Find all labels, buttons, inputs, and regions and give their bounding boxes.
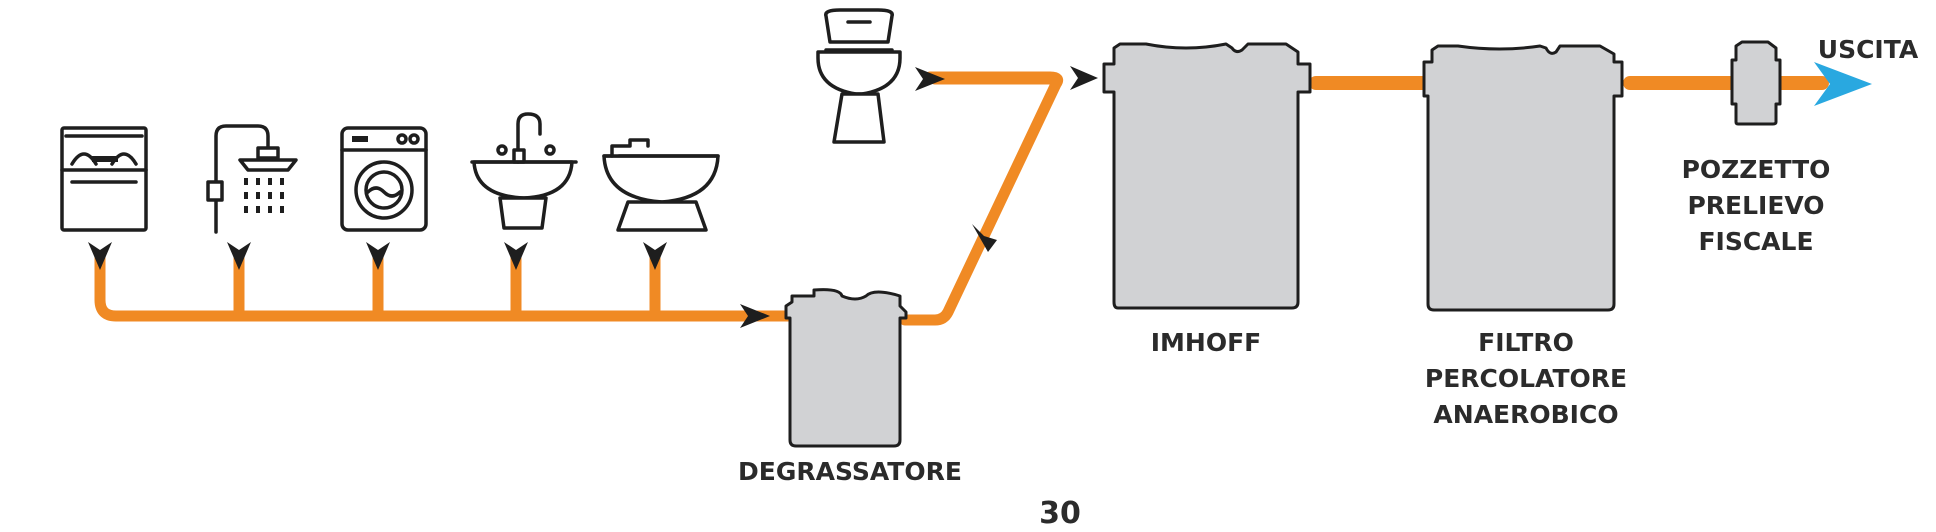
shower-icon — [206, 124, 298, 234]
flow-arrow-degreaser-inlet — [740, 304, 770, 328]
shower-drops — [244, 178, 284, 213]
grey-water-collector-pipe — [94, 252, 796, 322]
flow-arrow-washer — [366, 242, 390, 270]
degrassatore-tank — [784, 288, 908, 448]
toilet-icon — [816, 8, 902, 144]
flow-arrow-imhoff-inlet — [1070, 66, 1098, 90]
flow-arrow-bidet — [643, 242, 667, 270]
flow-arrow-shower — [227, 242, 251, 270]
pozzetto-label-line-3: FISCALE — [1698, 227, 1814, 256]
pozzetto-label-line-2: PRELIEVO — [1687, 191, 1825, 220]
sink-icon — [470, 112, 578, 230]
degreaser-outlet-pipe — [899, 71, 1063, 326]
bidet-icon — [602, 138, 720, 232]
pozzetto-label: POZZETTO PRELIEVO FISCALE — [1646, 152, 1866, 260]
imhoff-tank — [1102, 42, 1312, 310]
flow-arrow-dishwasher — [88, 242, 112, 270]
flow-arrow-toilet — [915, 67, 945, 91]
page-number: 30 — [1039, 496, 1081, 531]
dishwasher-icon — [60, 126, 148, 232]
flow-arrow-riser — [972, 224, 997, 252]
imhoff-label: IMHOFF — [1150, 328, 1262, 357]
filtro-percolatore-label: FILTRO PERCOLATORE ANAEROBICO — [1396, 325, 1656, 433]
wastewater-flow-diagram — [60, 8, 1872, 448]
filtro-label-line-3: ANAEROBICO — [1433, 400, 1619, 429]
outlet-arrow — [1814, 62, 1872, 106]
pozzetto-label-line-1: POZZETTO — [1681, 155, 1831, 184]
degrassatore-label: DEGRASSATORE — [738, 457, 962, 486]
filtro-label-line-1: FILTRO — [1478, 328, 1574, 357]
filtro-label-line-2: PERCOLATORE — [1424, 364, 1628, 393]
flow-arrows — [88, 66, 1098, 328]
flow-arrow-sink — [504, 242, 528, 270]
filtro-percolatore-tank — [1422, 44, 1624, 312]
washing-machine-icon — [340, 126, 428, 232]
uscita-label: USCITA — [1817, 35, 1919, 64]
pozzetto-tank — [1730, 40, 1782, 126]
